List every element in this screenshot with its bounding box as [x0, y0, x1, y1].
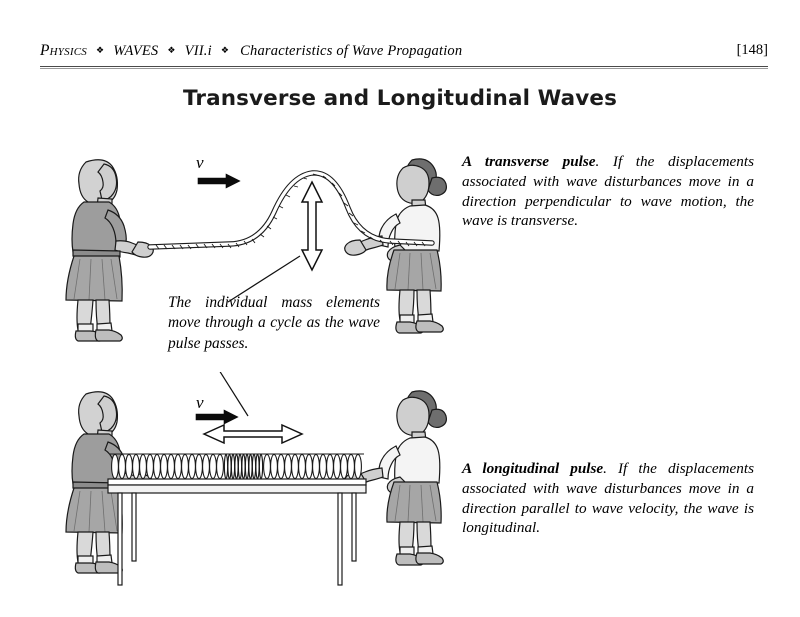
longitudinal-figure-svg: [65, 372, 447, 586]
header-separator-3: ❖: [220, 45, 230, 55]
transverse-figure-svg: [65, 158, 447, 342]
spring-slinky: [110, 453, 364, 480]
person-right-longitudinal: [344, 390, 447, 566]
note-transverse-body: . If the displacements associated with w…: [462, 153, 754, 230]
table: [107, 478, 367, 586]
header-section: VII.i: [184, 43, 212, 59]
header-breadcrumb: Physics ❖ WAVES ❖ VII.i ❖ Characteristics of W…: [40, 42, 462, 60]
header-subject: Physics: [40, 42, 87, 59]
velocity-label-longitudinal: v: [196, 393, 204, 412]
header-separator-1: ❖: [95, 45, 105, 55]
figure-longitudinal-pulse: [60, 372, 460, 587]
leader-line-to-horizontal-arrow: [219, 372, 249, 417]
header-separator-2: ❖: [167, 45, 176, 55]
note-longitudinal-lead: A longitudinal pulse: [462, 460, 604, 477]
velocity-label-transverse: v: [196, 153, 204, 172]
person-left-transverse: [65, 159, 154, 342]
page-title: Transverse and Longitudinal Waves: [183, 86, 617, 111]
header-divider: [40, 66, 768, 69]
note-longitudinal-body: . If the displacements associated with w…: [462, 460, 754, 537]
velocity-arrow-longitudinal: [195, 409, 239, 425]
person-left-longitudinal: [65, 391, 154, 574]
figure-transverse-pulse: [60, 140, 460, 355]
header-unit: WAVES: [113, 43, 159, 59]
spring-coils: [111, 453, 362, 480]
center-annotation: The individual mass elements move throug…: [168, 294, 380, 352]
page-number: [148]: [736, 42, 768, 58]
note-longitudinal-pulse: A longitudinal pulse. If the displacemen…: [462, 459, 754, 538]
note-transverse-pulse: A transverse pulse. If the displacements…: [462, 152, 754, 231]
particle-motion-arrow-vertical: [300, 180, 324, 272]
note-transverse-lead: A transverse pulse: [462, 153, 596, 170]
person-right-transverse: [344, 158, 447, 334]
velocity-arrow-transverse: [197, 173, 241, 189]
rope-with-pulse: [147, 170, 435, 250]
particle-motion-arrow-horizontal: [202, 423, 304, 445]
running-header: Physics ❖ WAVES ❖ VII.i ❖ Characteristics of W…: [40, 42, 768, 64]
leader-line-to-vertical-arrow: [227, 255, 301, 303]
rope-twist-marks: [155, 173, 426, 250]
header-topic: Characteristics of Wave Propagation: [240, 43, 463, 59]
